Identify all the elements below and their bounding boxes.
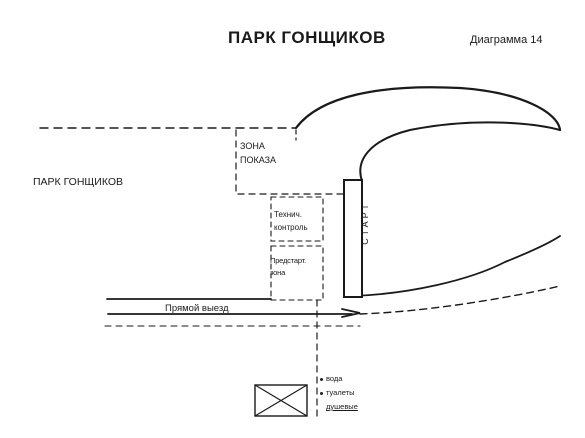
pre-start-line-2: зона xyxy=(270,268,286,277)
show-zone-line-1: ЗОНА xyxy=(240,141,265,151)
legend-item: туалеты xyxy=(320,386,358,400)
exit-arrowhead xyxy=(341,308,361,318)
legend-showers: душевые xyxy=(326,402,358,411)
legend-water: вода xyxy=(326,374,343,383)
dashed-road-right xyxy=(359,285,561,315)
track-curve-outer xyxy=(294,86,562,132)
show-zone-label: ЗОНА ПОКАЗА xyxy=(240,139,276,167)
pre-start-box xyxy=(270,245,324,301)
pre-start-line-1: Предстарт. xyxy=(270,256,306,265)
track-curve-inner xyxy=(359,121,561,182)
show-zone-line-2: ПОКАЗА xyxy=(240,155,277,165)
direct-exit-label: Прямой выезд xyxy=(165,303,229,314)
start-box xyxy=(343,179,363,298)
tech-control-line-2: контроль xyxy=(274,223,308,232)
facilities-legend: вода туалеты душевые xyxy=(320,372,358,414)
show-zone-box xyxy=(235,129,347,195)
pre-start-label: Предстарт. зона xyxy=(270,255,306,279)
bullet-icon xyxy=(320,377,323,381)
start-label: СТАРТ xyxy=(360,201,370,245)
bullet-icon xyxy=(320,391,323,395)
track-curve-lower xyxy=(351,235,561,297)
legend-item: вода xyxy=(320,372,358,386)
legend-toilets: туалеты xyxy=(326,388,355,397)
park-label: ПАРК ГОНЩИКОВ xyxy=(33,176,123,188)
tech-control-box xyxy=(270,196,324,242)
diagram-number: Диаграмма 14 xyxy=(470,34,543,46)
facilities-box xyxy=(254,384,308,417)
page-title: ПАРК ГОНЩИКОВ xyxy=(228,28,386,47)
tech-control-line-1: Технич. xyxy=(274,210,302,219)
tech-control-label: Технич. контроль xyxy=(274,208,308,234)
legend-item: душевые xyxy=(320,400,358,414)
